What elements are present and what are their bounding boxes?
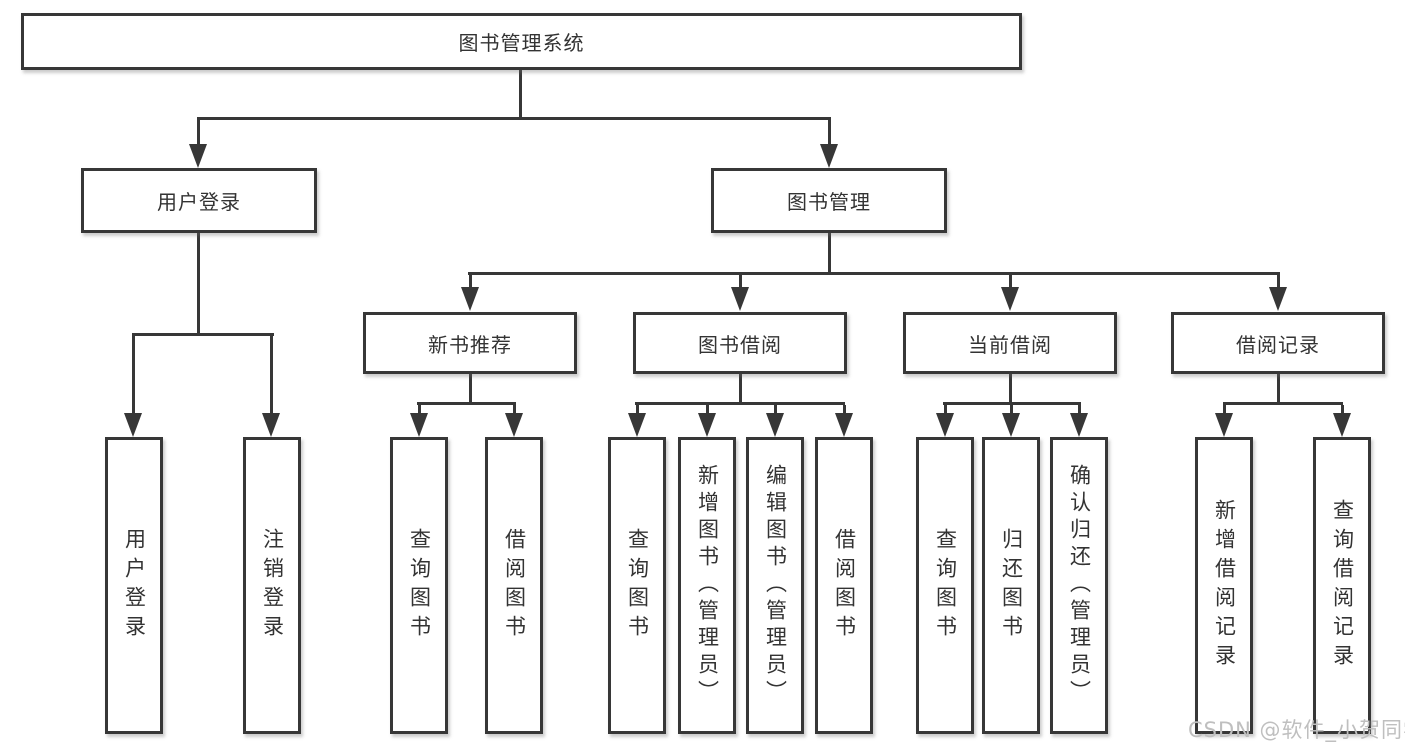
- connector-line: [843, 405, 846, 415]
- arrow-down-icon: [820, 144, 838, 168]
- connector-line: [270, 336, 273, 415]
- arrow-down-icon: [124, 413, 142, 437]
- arrow-down-icon: [1215, 413, 1233, 437]
- node-book-mgmt: 图书管理: [711, 168, 947, 233]
- connector-line: [1009, 374, 1012, 405]
- connector-line: [513, 405, 516, 415]
- node-leaf-br-query-label: 查询借阅记录: [1330, 498, 1355, 673]
- node-leaf-bb-query: 查询图书: [608, 437, 666, 734]
- node-leaf-logout: 注销登录: [243, 437, 301, 734]
- node-leaf-cb-query: 查询图书: [916, 437, 974, 734]
- arrow-down-icon: [698, 413, 716, 437]
- connector-line: [1223, 402, 1343, 405]
- node-root: 图书管理系统: [21, 13, 1022, 70]
- arrow-down-icon: [936, 413, 954, 437]
- arrow-down-icon: [461, 287, 479, 311]
- node-leaf-bb-borrow: 借阅图书: [815, 437, 873, 734]
- node-leaf-br-add: 新增借阅记录: [1195, 437, 1253, 734]
- connector-line: [519, 70, 522, 117]
- node-user-login-label: 用户登录: [157, 190, 241, 214]
- connector-line: [635, 402, 845, 405]
- node-borrow-records: 借阅记录: [1171, 312, 1385, 374]
- connector-line: [739, 374, 742, 405]
- node-root-label: 图书管理系统: [458, 31, 585, 55]
- node-leaf-bb-add-label: 新增图书（管理员）: [695, 464, 720, 707]
- connector-line: [197, 117, 200, 148]
- connector-line: [1341, 405, 1344, 415]
- connector-line: [944, 405, 947, 415]
- connector-line: [132, 333, 274, 336]
- arrow-down-icon: [1002, 413, 1020, 437]
- arrow-down-icon: [1001, 287, 1019, 311]
- node-leaf-bb-edit: 编辑图书（管理员）: [746, 437, 804, 734]
- connector-line: [739, 275, 742, 291]
- node-book-mgmt-label: 图书管理: [787, 190, 871, 214]
- connector-line: [1277, 275, 1280, 291]
- arrow-down-icon: [731, 287, 749, 311]
- arrow-down-icon: [835, 413, 853, 437]
- connector-line: [469, 275, 472, 291]
- node-leaf-cb-confirm-label: 确认归还（管理员）: [1067, 464, 1092, 707]
- node-user-login: 用户登录: [81, 168, 317, 233]
- node-leaf-bb-borrow-label: 借阅图书: [832, 527, 857, 644]
- node-leaf-bb-add: 新增图书（管理员）: [678, 437, 736, 734]
- connector-line: [468, 272, 1280, 275]
- node-leaf-logout-label: 注销登录: [260, 527, 285, 644]
- arrow-down-icon: [628, 413, 646, 437]
- connector-line: [417, 402, 516, 405]
- node-book-borrow: 图书借阅: [633, 312, 847, 374]
- connector-line: [1078, 405, 1081, 415]
- arrow-down-icon: [1333, 413, 1351, 437]
- node-leaf-cb-return-label: 归还图书: [999, 527, 1024, 644]
- connector-line: [1223, 405, 1226, 415]
- node-leaf-rec-query-label: 查询图书: [407, 527, 432, 644]
- node-leaf-cb-return: 归还图书: [982, 437, 1040, 734]
- node-leaf-br-add-label: 新增借阅记录: [1212, 498, 1237, 673]
- node-leaf-rec-borrow-label: 借阅图书: [502, 527, 527, 644]
- connector-line: [1277, 374, 1280, 405]
- connector-line: [943, 402, 1081, 405]
- connector-line: [828, 233, 831, 275]
- connector-line: [774, 405, 777, 415]
- arrow-down-icon: [505, 413, 523, 437]
- arrow-down-icon: [410, 413, 428, 437]
- connector-line: [132, 336, 135, 415]
- connector-line: [636, 405, 639, 415]
- arrow-down-icon: [262, 413, 280, 437]
- node-leaf-rec-query: 查询图书: [390, 437, 448, 734]
- node-current-borrow: 当前借阅: [903, 312, 1117, 374]
- arrow-down-icon: [1269, 287, 1287, 311]
- arrow-down-icon: [189, 144, 207, 168]
- node-leaf-user-login: 用户登录: [105, 437, 163, 734]
- node-leaf-user-login-label: 用户登录: [122, 527, 147, 644]
- connector-line: [469, 374, 472, 405]
- node-new-book-rec-label: 新书推荐: [428, 332, 512, 357]
- node-leaf-cb-confirm: 确认归还（管理员）: [1050, 437, 1108, 734]
- node-leaf-bb-edit-label: 编辑图书（管理员）: [763, 464, 788, 707]
- connector-line: [1010, 405, 1013, 415]
- connector-line: [197, 117, 831, 120]
- connector-line: [828, 117, 831, 148]
- node-borrow-records-label: 借阅记录: [1236, 332, 1320, 357]
- arrow-down-icon: [766, 413, 784, 437]
- node-current-borrow-label: 当前借阅: [968, 332, 1052, 357]
- connector-line: [1009, 275, 1012, 291]
- node-leaf-br-query: 查询借阅记录: [1313, 437, 1371, 734]
- node-leaf-bb-query-label: 查询图书: [625, 527, 650, 644]
- connector-line: [706, 405, 709, 415]
- connector-line: [197, 233, 200, 336]
- node-book-borrow-label: 图书借阅: [698, 332, 782, 357]
- connector-line: [418, 405, 421, 415]
- csdn-watermark: CSDN @软件_小贺同学: [1188, 718, 1405, 742]
- node-new-book-rec: 新书推荐: [363, 312, 577, 374]
- node-leaf-cb-query-label: 查询图书: [933, 527, 958, 644]
- arrow-down-icon: [1070, 413, 1088, 437]
- node-leaf-rec-borrow: 借阅图书: [485, 437, 543, 734]
